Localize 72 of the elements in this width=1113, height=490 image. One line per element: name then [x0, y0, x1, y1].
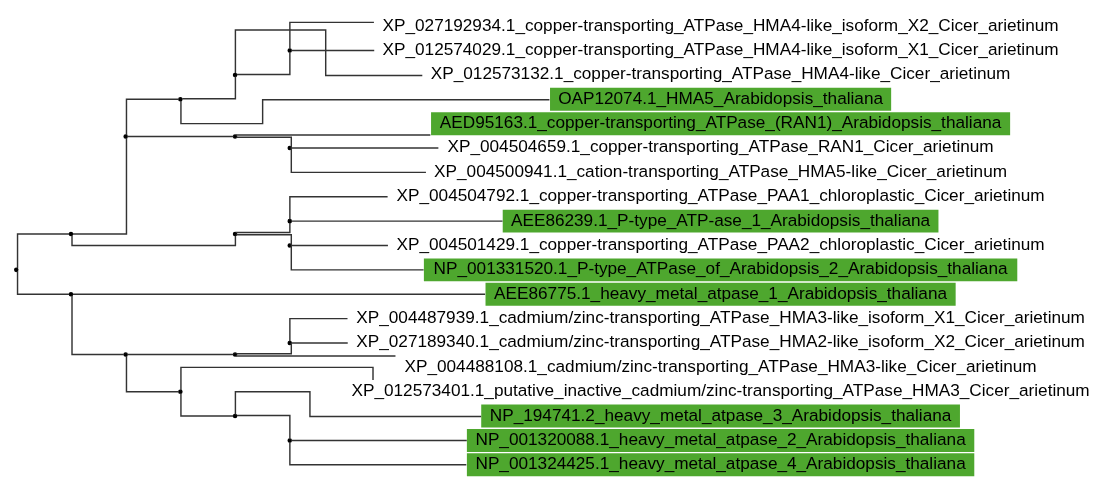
node-point — [287, 242, 292, 248]
node-text: XP_004487939.1_cadmium/zinc-transporting_ATPase_HMA3-like_isoform_X1_Cicer_arietinum — [356, 306, 1085, 327]
node-box: NP_001331520.1_P-type_ATPase_of_Arabidopsis_2_Arabidopsis_thaliana — [423, 257, 1018, 281]
connector — [289, 317, 349, 342]
connector — [234, 28, 423, 76]
connector — [235, 133, 432, 136]
node-point — [68, 231, 74, 236]
node-point — [232, 351, 238, 357]
connector — [290, 341, 349, 344]
connector — [16, 269, 70, 295]
connector — [290, 219, 504, 222]
connector — [290, 49, 375, 51]
node-box: AEE86775.1_heavy_metal_atpase_1_Arabidopsis_thaliana — [485, 282, 956, 306]
node-point — [232, 231, 238, 236]
connector — [290, 244, 425, 271]
connector — [289, 21, 375, 49]
connector — [289, 195, 389, 220]
connector — [236, 50, 291, 75]
node-box: OAP12074.1_HMA5_Arabidopsis_thaliana — [550, 87, 892, 111]
node-text: XP_004488108.1_cadmium/zinc-transporting_ATPase_HMA3-like_Cicer_arietinum — [404, 355, 1037, 376]
connector — [235, 341, 292, 354]
node-text: XP_004501429.1_copper-transporting_ATPase_PAA2_chloroplastic_Cicer_arietinum — [396, 233, 1045, 254]
connector — [72, 293, 486, 295]
connector — [180, 366, 374, 391]
connector — [125, 354, 180, 392]
node-point — [287, 437, 292, 443]
connector — [235, 233, 292, 246]
node-text: XP_027189340.1_cadmium/zinc-transporting_ATPase_HMA2-like_isoform_X2_Cicer_arietinum — [356, 330, 1085, 351]
connector — [235, 354, 397, 357]
node-point — [14, 267, 19, 272]
connector — [180, 392, 234, 417]
connector — [125, 98, 180, 136]
node-point — [123, 351, 128, 357]
connector — [126, 135, 235, 137]
connector — [234, 390, 482, 417]
connector — [234, 221, 291, 233]
node-point — [123, 133, 128, 139]
connector — [71, 294, 125, 355]
node-point — [232, 133, 238, 139]
connector — [289, 440, 467, 465]
connector — [16, 232, 70, 269]
node-box: AED95163.1_copper-transporting_ATPase_(RAN1)_Arabidopsis_thaliana — [431, 111, 1011, 135]
connector — [72, 136, 128, 235]
node-point — [178, 96, 183, 102]
node-box: NP_001320088.1_heavy_metal_atpase_2_Arabidopsis_thaliana — [466, 428, 975, 452]
node-box: AEE86239.1_P-type_ATP-ase_1_Arabidopsis_thaliana — [502, 209, 939, 233]
connector — [181, 75, 237, 99]
connector — [180, 98, 551, 124]
node-point — [287, 47, 292, 53]
connector — [290, 244, 389, 246]
connector — [290, 146, 427, 173]
connector — [71, 234, 237, 246]
node-box: NP_194741.2_heavy_metal_atpase_3_Arabidopsis_thaliana — [481, 404, 960, 428]
connector — [290, 146, 440, 149]
node-text: XP_012573132.1_copper-transporting_ATPase_HMA4-like_Cicer_arietinum — [430, 62, 1011, 83]
node-point — [178, 388, 183, 394]
node-text: XP_004504659.1_copper-transporting_ATPase_RAN1_Cicer_arietinum — [447, 135, 994, 156]
node-point — [287, 145, 292, 150]
connector — [126, 353, 235, 355]
node-point — [287, 340, 292, 345]
node-box: NP_001324425.1_heavy_metal_atpase_4_Arabidopsis_thaliana — [466, 452, 975, 476]
node-point — [287, 218, 292, 223]
node-point — [232, 413, 238, 418]
node-text: XP_004504792.1_copper-transporting_ATPase_PAA1_chloroplastic_Cicer_arietinum — [396, 184, 1045, 205]
connector — [236, 414, 291, 439]
node-text: XP_012574029.1_copper-transporting_ATPase_HMA4-like_isoform_X1_Cicer_arietinum — [382, 38, 1059, 59]
node-text: XP_004500941.1_cation-transporting_ATPase_HMA5-like_Cicer_arietinum — [434, 160, 1008, 181]
node-point — [68, 291, 74, 296]
node-text: XP_027192934.1_copper-transporting_ATPase_HMA4-like_isoform_X2_Cicer_arietinum — [382, 14, 1059, 35]
node-point — [232, 72, 238, 77]
connector — [290, 439, 468, 441]
node-text: XP_012573401.1_putative_inactive_cadmium/zinc-transporting_ATPase_HMA3_Cicer_arietinum — [351, 379, 1090, 400]
